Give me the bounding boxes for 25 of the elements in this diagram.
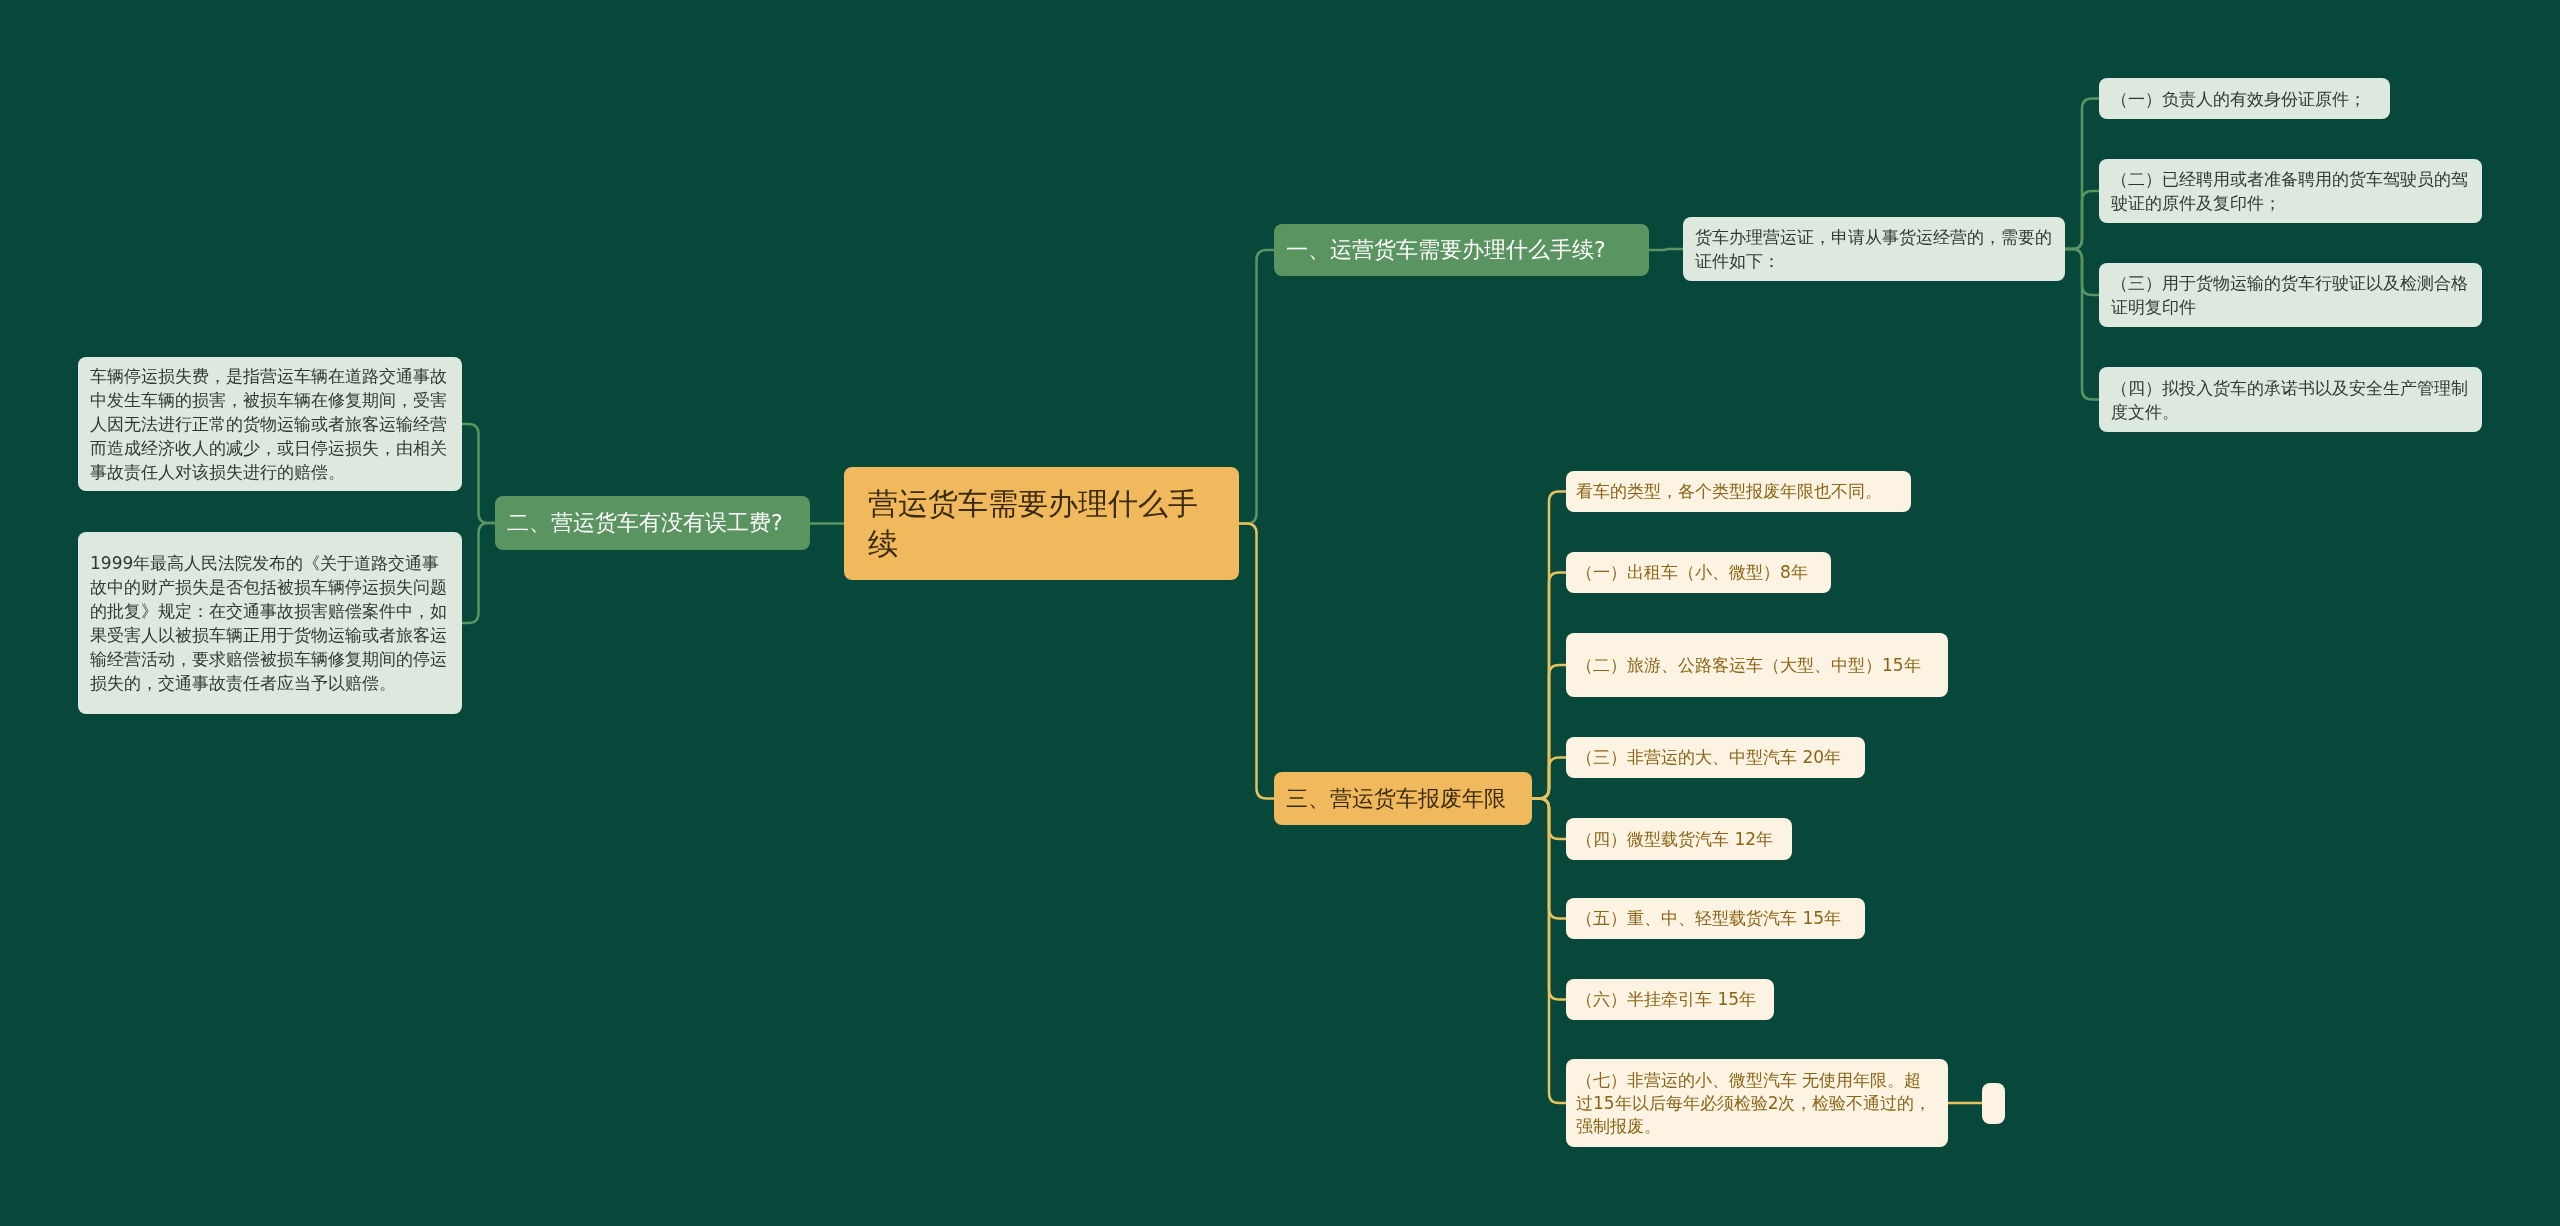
subtopic-box: 看车的类型，各个类型报废年限也不同。 [1566, 471, 1911, 512]
subtopic-box: （五）重、中、轻型载货汽车 15年 [1566, 898, 1865, 939]
connector-line [1532, 797, 1566, 1105]
connector-line [462, 521, 495, 625]
subtopic-box: （三）非营运的大、中型汽车 20年 [1566, 737, 1865, 778]
subtopic-box: （二）已经聘用或者准备聘用的货车驾驶员的驾驶证的原件及复印件； [2099, 159, 2482, 223]
branch-topic: 三、营运货车报废年限 [1274, 772, 1532, 825]
subtopic-box: （三）用于货物运输的货车行驶证以及检测合格证明复印件 [2099, 263, 2482, 327]
branch-topic: 一、运营货车需要办理什么手续? [1274, 224, 1649, 276]
subtopic-box: （七）非营运的小、微型汽车 无使用年限。超过15年以后每年必须检验2次，检验不通过的，强制报废。 [1566, 1059, 1948, 1147]
connector-line [1649, 247, 1683, 252]
empty-box [1982, 1083, 2005, 1124]
subtopic-box: 车辆停运损失费，是指营运车辆在道路交通事故中发生车辆的损害，被损车辆在修复期间，受害人因无法进行正常的货物运输或者旅客运输经营而造成经济收人的减少，或日停运损失，由相关事故责任人对该损失进行的赔偿。 [78, 357, 462, 491]
subtopic-box: （四）微型载货汽车 12年 [1566, 818, 1792, 860]
connector-line [1948, 1101, 1982, 1105]
subtopic-box: （一）出租车（小、微型）8年 [1566, 552, 1831, 593]
branch-topic: 二、营运货车有没有误工费? [495, 496, 810, 550]
central-topic: 营运货车需要办理什么手续 [844, 467, 1239, 580]
subtopic-box: 1999年最高人民法院发布的《关于道路交通事故中的财产损失是否包括被损车辆停运损失问题的批复》规定：在交通事故损害赔偿案件中，如果受害人以被损车辆正用于货物运输或者旅客运输经营活动，要求赔偿被损车辆修复期间的停运损失的，交通事故责任者应当予以赔偿。 [78, 532, 462, 714]
subtopic-box: （二）旅游、公路客运车（大型、中型）15年 [1566, 633, 1948, 697]
subtopic-box: 货车办理营运证，申请从事货运经营的，需要的证件如下： [1683, 217, 2065, 281]
subtopic-box: （四）拟投入货车的承诺书以及安全生产管理制度文件。 [2099, 367, 2482, 432]
connector-line [810, 522, 844, 525]
subtopic-box: （六）半挂牵引车 15年 [1566, 979, 1774, 1020]
subtopic-box: （一）负责人的有效身份证原件； [2099, 78, 2390, 119]
